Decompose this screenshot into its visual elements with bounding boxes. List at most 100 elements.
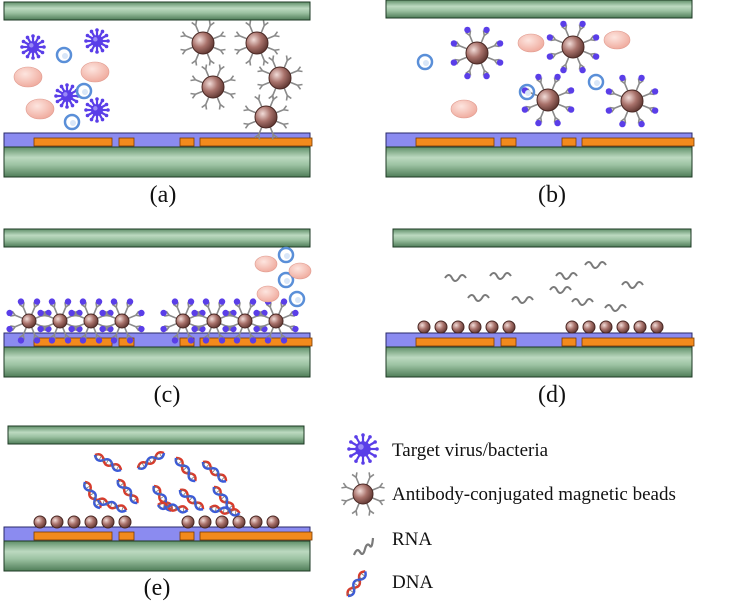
ring-particle [75, 82, 93, 100]
electrode [561, 137, 577, 147]
magnetic-bead-icon [243, 94, 289, 140]
electrode [500, 137, 517, 147]
rna-strand [467, 294, 490, 302]
virus-icon [347, 433, 379, 465]
virus-icon [84, 97, 110, 123]
panel-e [3, 425, 313, 572]
captured-bead [633, 320, 647, 334]
electrode [33, 531, 113, 541]
cell-debris [256, 285, 280, 303]
captured-bead [33, 515, 47, 529]
captured-bead [67, 515, 81, 529]
captured-bead [118, 515, 132, 529]
electrode [179, 137, 195, 147]
ring-particle [63, 113, 81, 131]
dna-strand [93, 453, 123, 472]
panel-d [385, 228, 695, 378]
bottom-plate [3, 146, 311, 178]
cell-debris [288, 262, 312, 280]
magnetic-bead-icon [257, 55, 303, 101]
electrode [415, 137, 495, 147]
legend [341, 433, 385, 598]
captured-bead [101, 515, 115, 529]
rna-strand [555, 272, 578, 280]
top-plate [3, 1, 311, 21]
bottom-plate [385, 346, 693, 378]
captured-bead [181, 515, 195, 529]
electrode [561, 337, 577, 347]
cell-debris [517, 33, 545, 53]
magnetic-bead-icon [521, 73, 575, 127]
panel-c [3, 228, 313, 378]
captured-bead [215, 515, 229, 529]
device-substrate [3, 332, 313, 378]
ring-particle [518, 83, 536, 101]
device-substrate [3, 526, 313, 572]
captured-bead [485, 320, 499, 334]
dna-strand [178, 488, 205, 511]
cell-debris [603, 30, 631, 50]
electrode [581, 137, 695, 147]
ring-particle [277, 271, 295, 289]
panel-a [3, 1, 313, 178]
dna-strand [174, 456, 197, 483]
panel-label-e: (e) [144, 575, 171, 601]
captured-bead [451, 320, 465, 334]
device-substrate [385, 332, 695, 378]
captured-bead [468, 320, 482, 334]
rna-strand [604, 304, 627, 312]
electrode [199, 337, 313, 347]
captured-bead [582, 320, 596, 334]
dna-strand [156, 501, 189, 514]
captured-bead [249, 515, 263, 529]
ring-particle [277, 246, 295, 264]
electrode [179, 531, 195, 541]
electrode [415, 337, 495, 347]
captured-bead [650, 320, 664, 334]
top-plate [392, 228, 692, 248]
cell-debris [80, 61, 110, 83]
bottom-plate [3, 540, 311, 572]
rna-strand [621, 281, 644, 289]
panel-b [385, 0, 695, 178]
rna-strand [549, 286, 572, 294]
rna-icon [352, 537, 375, 556]
captured-bead [198, 515, 212, 529]
captured-bead [565, 320, 579, 334]
ring-particle [55, 46, 73, 64]
dna-strand [208, 504, 241, 517]
dna-strand [83, 480, 102, 510]
ring-particle [587, 73, 605, 91]
captured-bead [616, 320, 630, 334]
dna-strand [116, 478, 139, 505]
captured-bead [266, 515, 280, 529]
legend-label-dna: DNA [392, 572, 433, 593]
rna-strand [511, 296, 534, 304]
legend-label-virus: Target virus/bacteria [392, 440, 549, 461]
device-substrate [385, 132, 695, 178]
captured-bead [50, 515, 64, 529]
electrode [118, 531, 135, 541]
rna-strand [571, 298, 594, 306]
ring-particle [288, 290, 306, 308]
magnetic-bead-icon [605, 74, 659, 128]
magnetic-bead-icon [450, 26, 504, 80]
magnetic-bead-icon [253, 298, 299, 344]
dna-strand [96, 497, 128, 513]
virus-icon [84, 28, 110, 54]
bottom-plate [3, 346, 311, 378]
captured-bead [417, 320, 431, 334]
virus-icon [54, 83, 80, 109]
bottom-plate [385, 146, 693, 178]
panel-label-c: (c) [154, 382, 181, 408]
electrode [199, 531, 313, 541]
captured-bead [599, 320, 613, 334]
device-substrate [3, 132, 313, 178]
legend-label-rna: RNA [392, 529, 432, 550]
panel-label-b: (b) [538, 182, 566, 208]
electrode [581, 337, 695, 347]
captured-bead [434, 320, 448, 334]
captured-bead [502, 320, 516, 334]
magnetic-bead-icon [341, 472, 385, 516]
